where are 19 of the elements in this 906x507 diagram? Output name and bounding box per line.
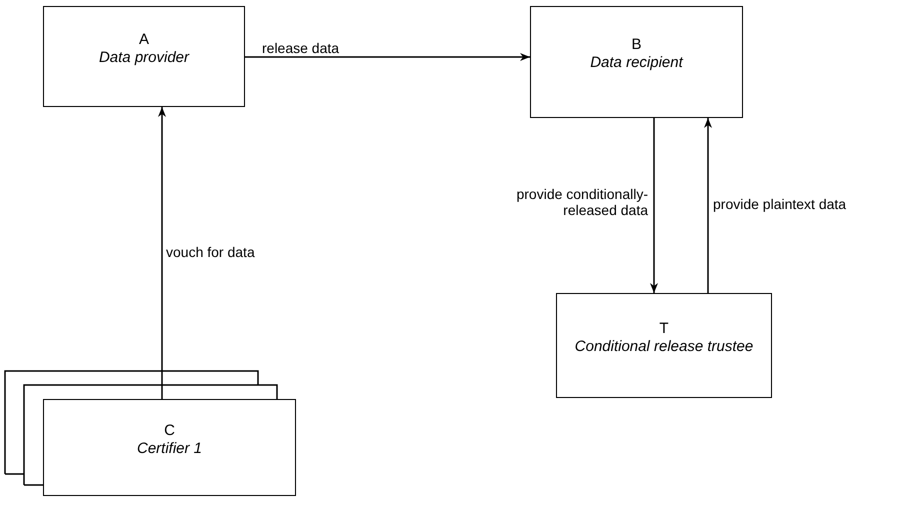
arrow [650, 118, 658, 293]
entity-letter: A [138, 30, 149, 48]
entity-letter: B [631, 36, 642, 54]
entity-letter: T [659, 320, 669, 338]
role-name: Certifier 1 [136, 440, 202, 458]
role-name: Data recipient [590, 54, 683, 72]
edge-label: release data [262, 40, 340, 56]
entity-box [556, 293, 772, 398]
arrow [245, 53, 530, 61]
role-name: Conditional release trustee [574, 338, 754, 356]
role-name: Data provider [98, 48, 190, 66]
edge-label: vouch for data [166, 244, 255, 260]
arrow [158, 107, 166, 399]
entity-box [530, 6, 743, 118]
entity-box [43, 6, 245, 107]
entity-box [43, 399, 296, 496]
entity-letter: C [164, 422, 175, 440]
arrow [704, 118, 712, 293]
edge-label: provide plaintext data [713, 196, 846, 212]
